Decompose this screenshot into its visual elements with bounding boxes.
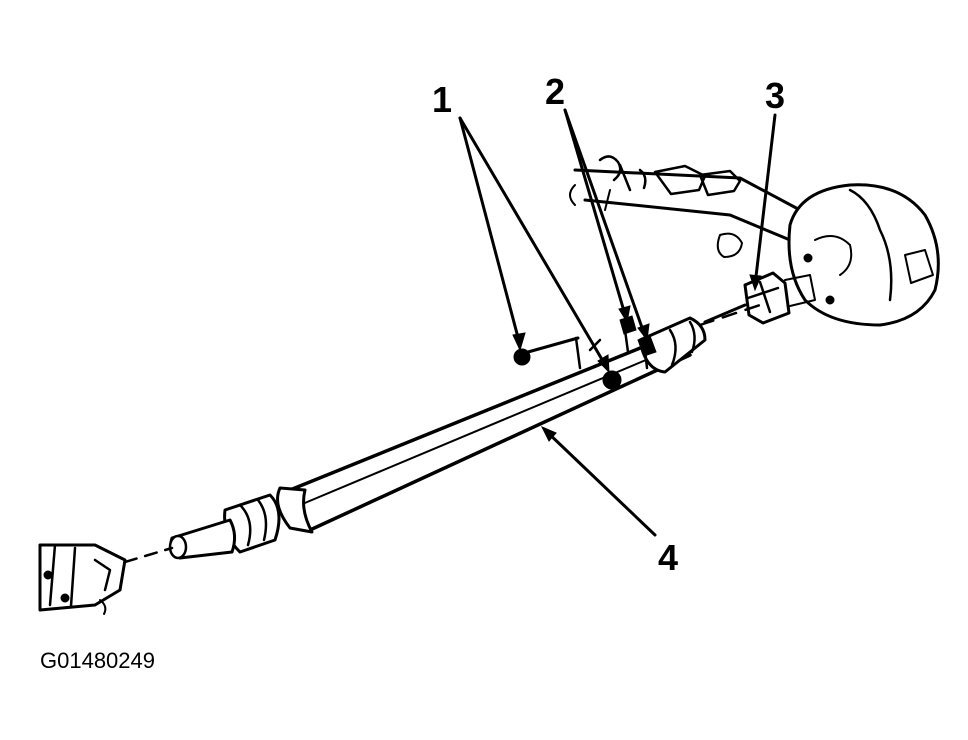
rear-axle-assembly [569,155,940,327]
callout-3: 3 [765,75,785,116]
fasteners [513,315,657,390]
callout-4: 4 [658,537,678,578]
figure-id: G01480249 [40,648,155,673]
arrowheads [512,274,762,442]
callout-1: 1 [432,79,452,120]
propeller-shaft [123,303,747,564]
bolt-1b [602,370,622,390]
callout-2: 2 [545,71,565,112]
transmission-extension [38,543,127,615]
bolt-1a [513,348,531,366]
leader-lines [458,108,777,537]
